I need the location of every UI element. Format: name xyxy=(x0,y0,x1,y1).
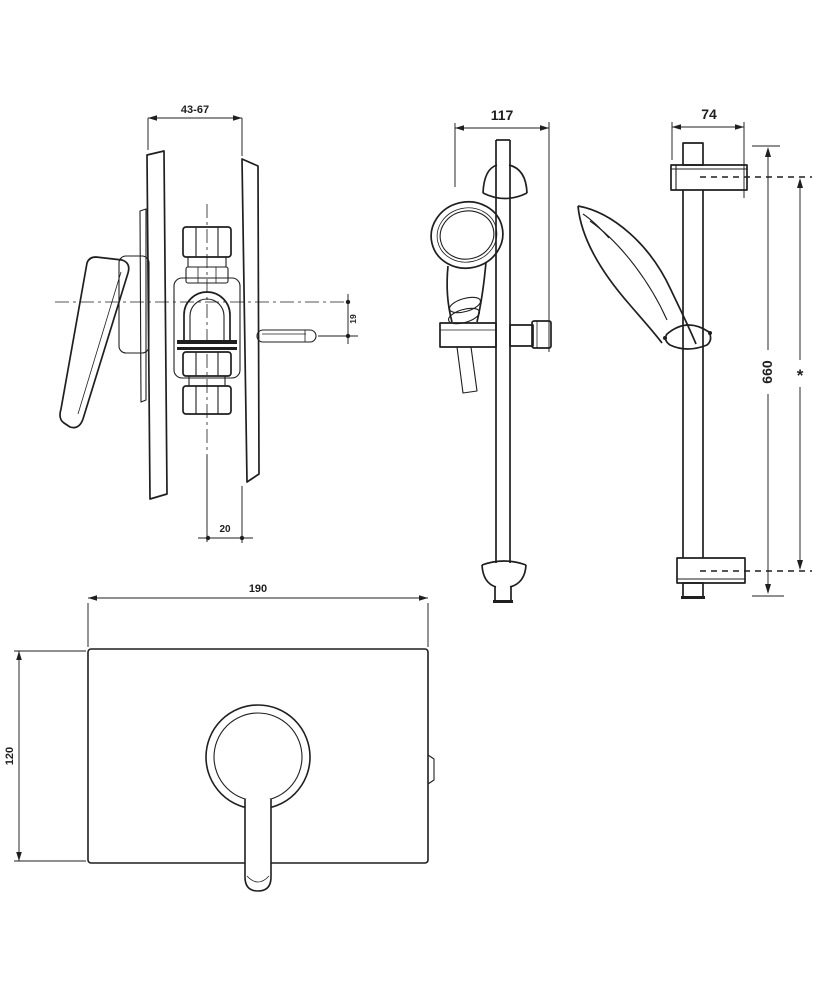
valve-centerlines xyxy=(55,204,346,542)
rail-bottom-bracket-side xyxy=(676,557,812,599)
dim-bracket-depth-label: 74 xyxy=(701,106,717,122)
rail-side-view: 74 xyxy=(577,106,812,599)
shower-hose-front xyxy=(456,346,478,394)
rail-top-bracket-side xyxy=(670,142,812,191)
valve-wall-plates xyxy=(139,150,260,500)
dim-rail-length-label: 660 xyxy=(759,360,775,384)
valve-lever-handle xyxy=(59,255,150,429)
dim-wall-offset: 117 xyxy=(454,107,550,352)
dim-bracket-depth: 74 xyxy=(671,106,745,198)
dim-plate-height: 120 xyxy=(4,650,86,862)
control-dial-inner xyxy=(213,712,303,802)
handset-holder-side xyxy=(663,324,712,350)
handset-holder-front xyxy=(439,320,552,349)
dim-bracket-centres: * xyxy=(797,178,804,570)
dim-recess-depth: 43-67 xyxy=(147,104,243,156)
dim-outlet-offset: 19 xyxy=(318,294,358,344)
control-dial-outer xyxy=(205,704,311,810)
plate-side-tab xyxy=(427,754,435,785)
valve-side-view: 43-67 xyxy=(55,104,358,543)
plate-lever xyxy=(244,799,272,892)
dim-plate-width: 190 xyxy=(87,583,429,647)
dim-wall-offset-label: 117 xyxy=(491,107,514,123)
dim-pipe-inset: 20 xyxy=(198,486,253,543)
dim-recess-depth-label: 43-67 xyxy=(181,104,209,116)
dim-plate-width-label: 190 xyxy=(249,583,267,595)
dim-pipe-inset-label: 20 xyxy=(219,524,231,535)
rail-tube-side xyxy=(682,190,704,558)
rail-front-view: 117 xyxy=(430,107,552,603)
rail-tube-front xyxy=(495,139,511,563)
valve-outlet-pin xyxy=(256,329,317,343)
dim-outlet-offset-label: 19 xyxy=(348,314,358,324)
dim-bracket-centres-label: * xyxy=(797,366,804,385)
dim-plate-height-label: 120 xyxy=(4,747,16,765)
rail-bottom-bracket-front xyxy=(481,560,527,603)
dim-rail-length: 660 xyxy=(752,145,784,597)
valve-body xyxy=(173,226,241,415)
rail-top-bracket-front xyxy=(482,164,528,200)
plate-front-view: 190 120 xyxy=(4,583,435,892)
shower-handset-side xyxy=(577,205,697,345)
shower-handset-front xyxy=(430,200,504,325)
